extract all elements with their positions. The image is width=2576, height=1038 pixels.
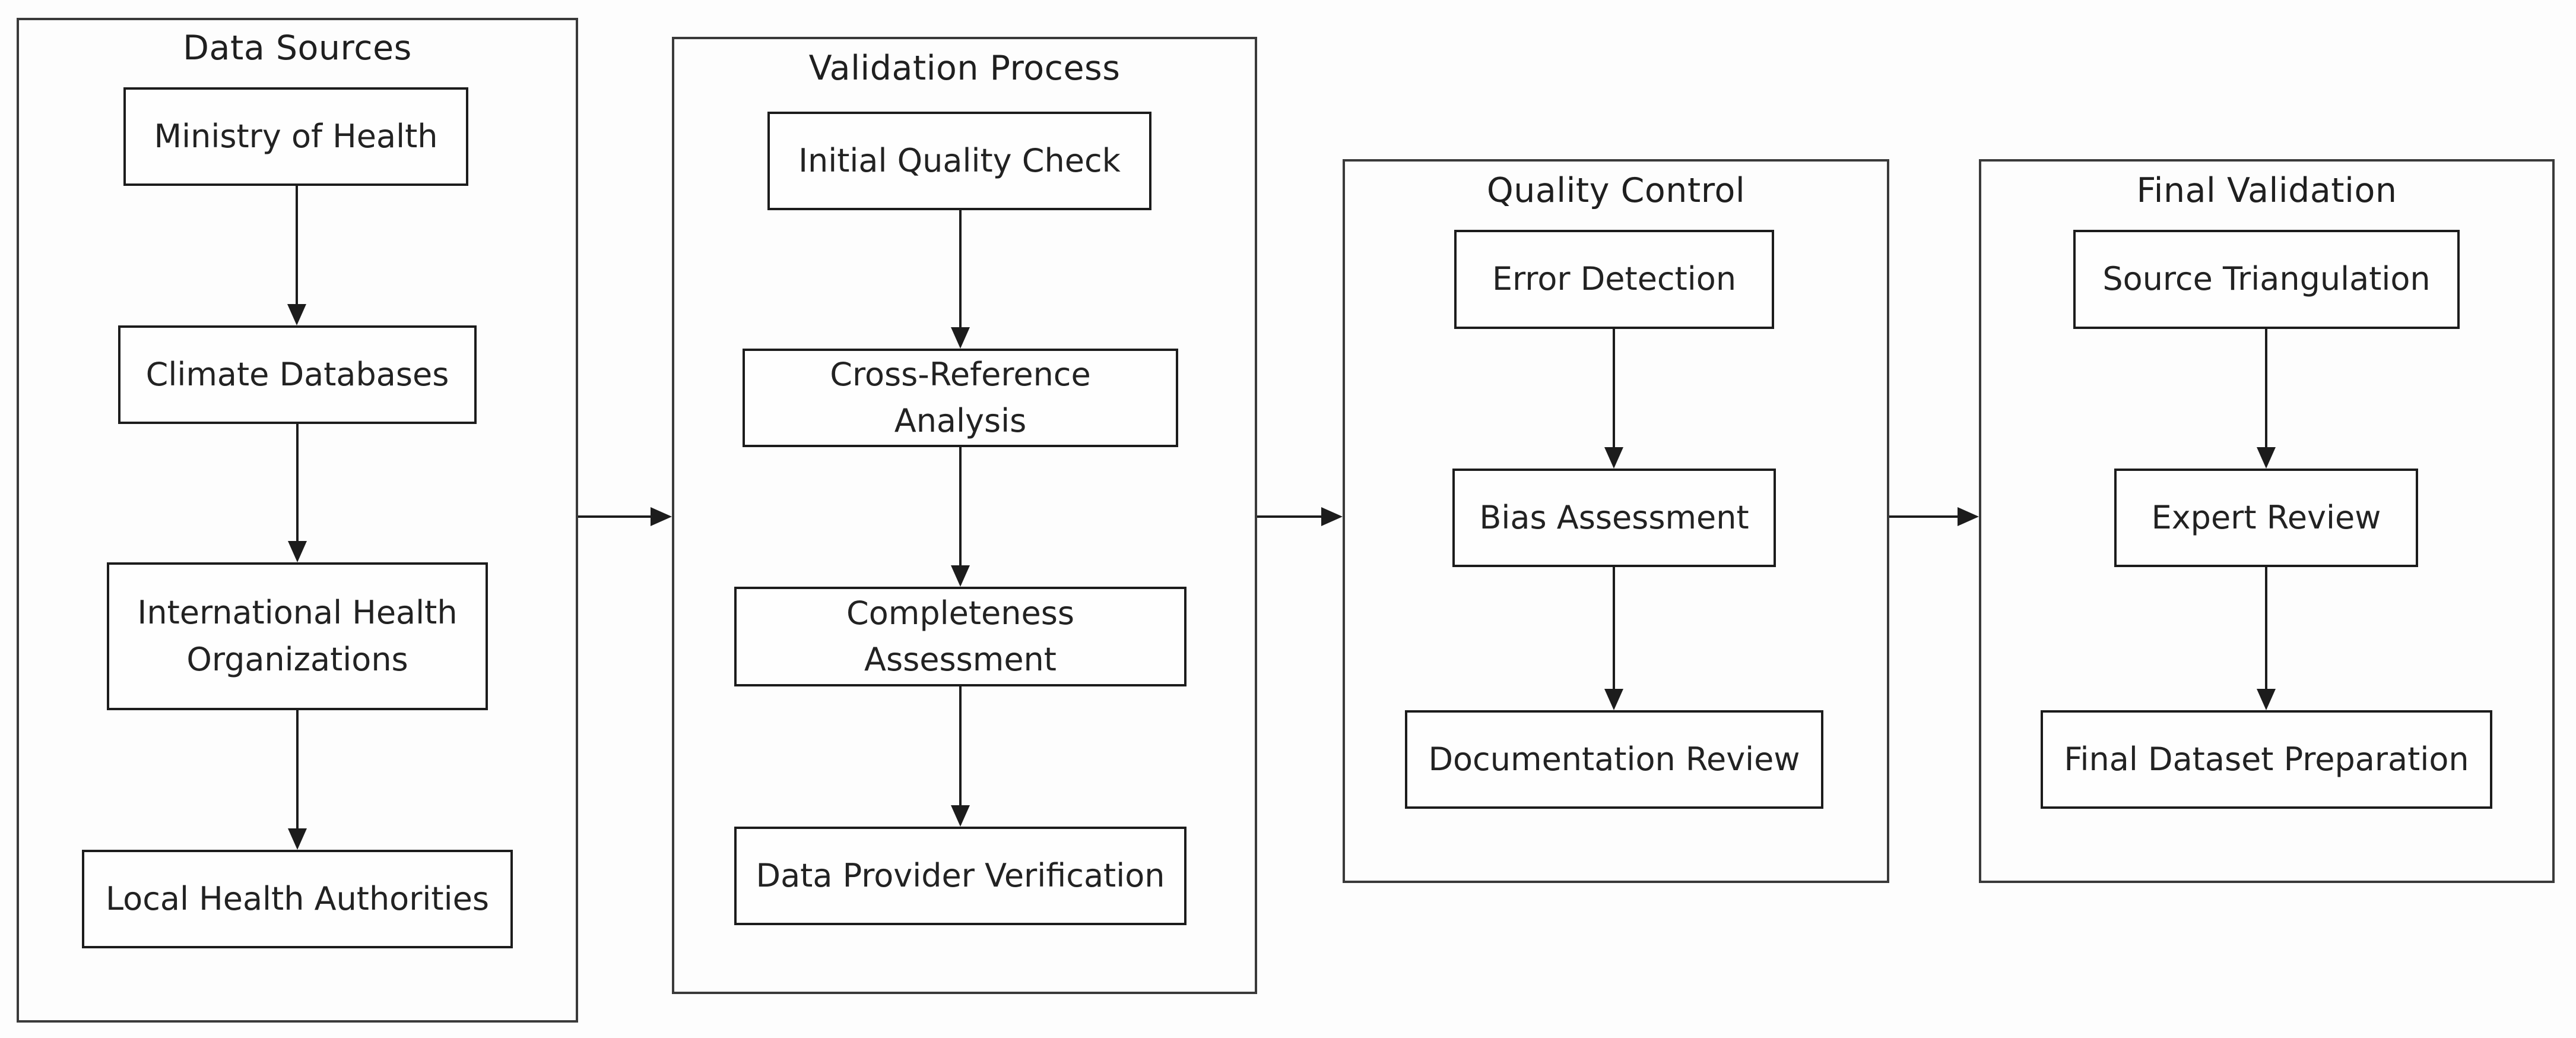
group-quality-control — [1343, 159, 1889, 883]
group-validation-process — [672, 37, 1257, 994]
node-label: Completeness Assessment — [846, 594, 1074, 678]
node-label: Documentation Review — [1428, 740, 1800, 778]
arrowhead-right-icon — [1321, 507, 1343, 526]
node-cross-reference-analysis: Cross-Reference Analysis — [743, 349, 1178, 447]
arrow-line-completeness-to-provider — [959, 686, 962, 806]
node-initial-quality-check: Initial Quality Check — [767, 112, 1151, 210]
node-final-dataset-preparation: Final Dataset Preparation — [2041, 710, 2492, 809]
group-title-final-validation: Final Validation — [2136, 171, 2397, 210]
node-completeness-assessment: Completeness Assessment — [734, 587, 1187, 686]
arrow-line-initial-to-crossref — [959, 210, 962, 328]
node-label: Data Provider Verification — [756, 856, 1165, 894]
arrowhead-down-icon — [1604, 689, 1623, 710]
arrowhead-down-icon — [288, 828, 307, 850]
arrowhead-down-icon — [951, 805, 970, 827]
arrowhead-down-icon — [2257, 689, 2276, 710]
arrow-line-datasources-to-validation — [578, 515, 652, 518]
node-bias-assessment: Bias Assessment — [1452, 469, 1776, 567]
node-label: Final Dataset Preparation — [2064, 740, 2469, 778]
group-final-validation — [1979, 159, 2555, 883]
node-label: Ministry of Health — [154, 117, 438, 155]
node-climate-databases: Climate Databases — [118, 325, 477, 424]
node-label: Expert Review — [2151, 498, 2381, 536]
arrow-line-bias-to-documentation — [1613, 567, 1615, 690]
arrow-line-expert-to-final — [2265, 567, 2267, 690]
node-error-detection: Error Detection — [1454, 230, 1774, 329]
node-label: Bias Assessment — [1479, 498, 1749, 536]
node-label: Initial Quality Check — [798, 141, 1121, 179]
arrowhead-down-icon — [287, 304, 306, 325]
arrow-line-validation-to-qualitycontrol — [1257, 515, 1322, 518]
node-label: Cross-Reference Analysis — [830, 355, 1091, 439]
node-documentation-review: Documentation Review — [1405, 710, 1823, 809]
arrowhead-down-icon — [951, 327, 970, 349]
node-label: Local Health Authorities — [106, 879, 489, 917]
node-ministry-of-health: Ministry of Health — [123, 87, 468, 186]
node-data-provider-verification: Data Provider Verification — [734, 827, 1187, 925]
arrow-line-ministry-to-climate — [296, 186, 298, 305]
node-label: Source Triangulation — [2102, 260, 2431, 298]
arrow-line-international-to-local — [296, 710, 299, 830]
node-label: Error Detection — [1492, 260, 1737, 298]
node-international-health-organizations: International Health Organizations — [107, 562, 488, 710]
arrow-line-climate-to-international — [296, 424, 299, 542]
node-local-health-authorities: Local Health Authorities — [82, 850, 513, 948]
group-title-data-sources: Data Sources — [183, 29, 412, 68]
arrowhead-down-icon — [1604, 447, 1623, 469]
node-label: Climate Databases — [145, 355, 449, 393]
arrowhead-down-icon — [951, 565, 970, 587]
arrowhead-down-icon — [2257, 447, 2276, 469]
group-title-quality-control: Quality Control — [1486, 171, 1746, 210]
arrowhead-down-icon — [288, 541, 307, 562]
group-title-validation-process: Validation Process — [808, 49, 1121, 88]
arrow-line-crossref-to-completeness — [959, 447, 962, 567]
group-data-sources — [17, 18, 578, 1023]
node-label: International Health Organizations — [137, 594, 458, 678]
arrowhead-right-icon — [1958, 507, 1979, 526]
arrow-line-error-to-bias — [1613, 329, 1615, 448]
node-source-triangulation: Source Triangulation — [2073, 230, 2460, 329]
arrowhead-right-icon — [651, 507, 672, 526]
node-expert-review: Expert Review — [2114, 469, 2418, 567]
arrow-line-source-to-expert — [2265, 329, 2267, 448]
arrow-line-qualitycontrol-to-finalvalidation — [1889, 515, 1959, 518]
